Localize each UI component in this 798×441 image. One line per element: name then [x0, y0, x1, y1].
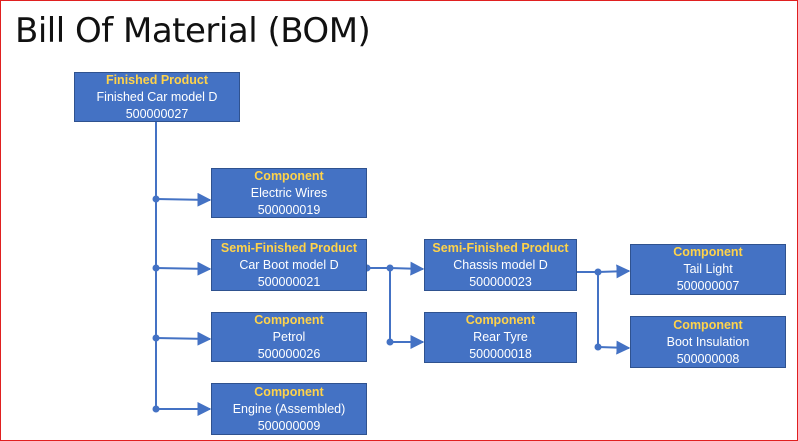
node-name: Petrol [272, 329, 306, 344]
junction-dot [152, 405, 160, 413]
node-name: Chassis model D [453, 257, 548, 272]
junction-dot [594, 268, 602, 276]
connector-boot-insulation [597, 340, 631, 355]
node-kind: Semi-Finished Product [432, 240, 569, 255]
page-title: Bill Of Material (BOM) [15, 11, 371, 51]
node-name: Car Boot model D [239, 257, 339, 272]
node-code: 500000007 [676, 279, 740, 293]
node-name: Boot Insulation [666, 334, 750, 349]
node-kind: Component [254, 384, 324, 399]
node-finished-product: Finished Product Finished Car model D 50… [74, 72, 240, 122]
node-kind: Semi-Finished Product [220, 240, 358, 255]
junction-dot [152, 195, 160, 203]
node-code: 500000026 [257, 346, 321, 361]
node-engine: Component Engine (Assembled) 500000009 [211, 383, 367, 435]
connector-petrol [155, 331, 212, 346]
node-petrol: Component Petrol 500000026 [211, 312, 367, 362]
node-name: Rear Tyre [473, 330, 528, 344]
junction-dot [152, 334, 160, 342]
junction-dot [152, 264, 160, 272]
junction-dot [594, 343, 602, 351]
node-rear-tyre: Component Rear Tyre 500000018 [424, 312, 577, 363]
node-name: Finished Car model D [96, 89, 218, 104]
node-code: 500000019 [257, 202, 321, 217]
junction-dot [386, 264, 394, 272]
node-kind: Component [254, 168, 324, 183]
node-kind: Component [673, 317, 743, 332]
node-code: 500000018 [469, 347, 532, 361]
node-name: Engine (Assembled) [232, 401, 346, 416]
connector-electric-wires [155, 192, 212, 207]
node-name: Electric Wires [250, 185, 328, 200]
node-kind: Component [254, 312, 324, 327]
node-kind: Component [673, 245, 743, 259]
connector-tail-light [597, 264, 631, 279]
node-code: 500000023 [469, 274, 532, 289]
node-code: 500000009 [257, 418, 321, 433]
node-electric-wires: Component Electric Wires 500000019 [211, 168, 367, 218]
node-boot-insulation: Component Boot Insulation 500000008 [630, 316, 786, 368]
node-kind: Component [465, 313, 536, 327]
connector-chassis [389, 261, 425, 276]
node-code: 500000008 [676, 351, 740, 366]
node-chassis: Semi-Finished Product Chassis model D 50… [424, 239, 577, 291]
node-tail-light: Component Tail Light 500000007 [630, 244, 786, 295]
junction-dot [386, 338, 394, 346]
node-code: 500000027 [125, 106, 189, 121]
node-code: 500000021 [257, 274, 321, 289]
connector-car-boot [155, 261, 212, 276]
node-name: Tail Light [683, 262, 733, 276]
node-car-boot: Semi-Finished Product Car Boot model D 5… [211, 239, 367, 291]
node-kind: Finished Product [105, 72, 209, 87]
